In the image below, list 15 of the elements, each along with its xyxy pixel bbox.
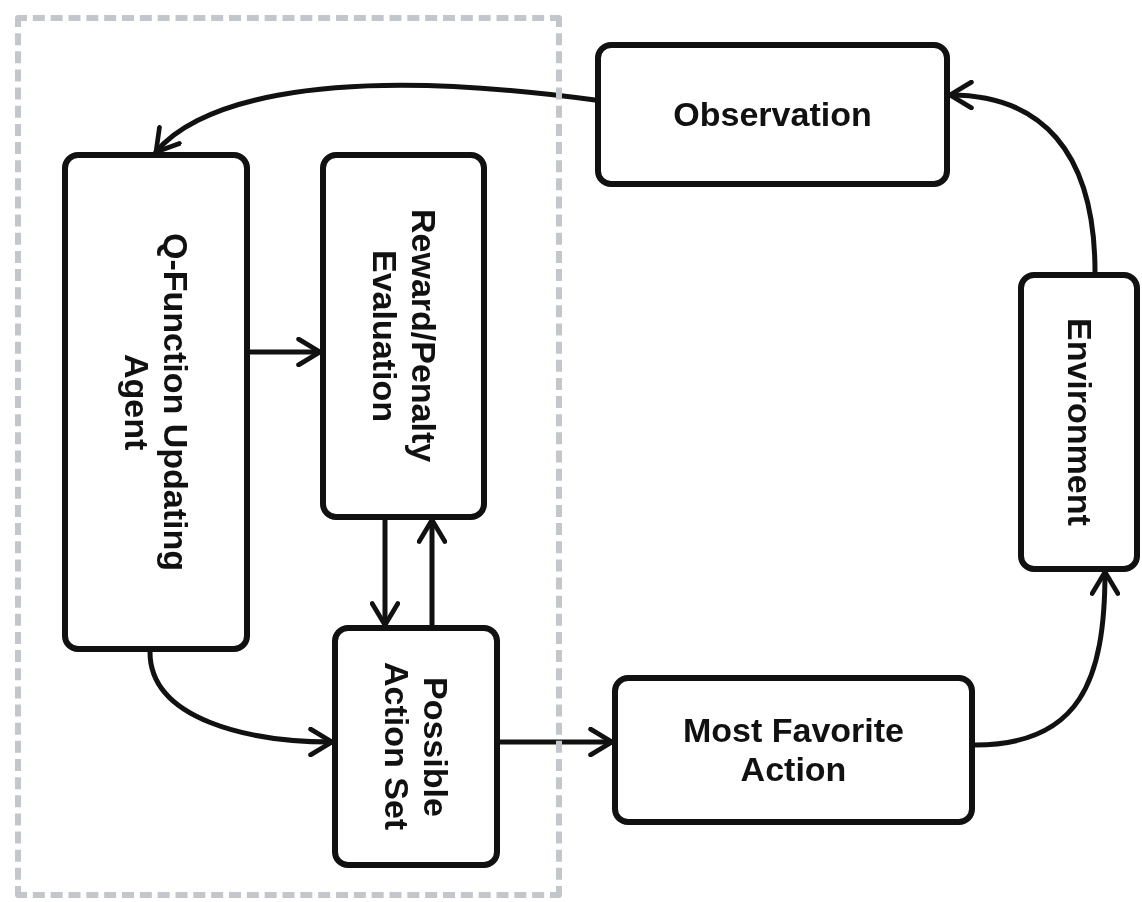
node-label: Possible Action Set xyxy=(377,661,456,833)
arrow xyxy=(369,517,401,628)
node-label: Reward/Penalty Evaluation xyxy=(364,208,443,465)
node-label: Environment xyxy=(1059,318,1099,526)
process-box xyxy=(62,152,250,652)
process-box xyxy=(1018,272,1140,572)
group-boundary xyxy=(15,15,562,898)
arrow xyxy=(416,517,448,628)
node-label: Observation xyxy=(673,94,872,135)
node-label: Most Favorite Action xyxy=(681,710,905,790)
process-box xyxy=(612,675,975,825)
node-label: Q-Function Updating Agent xyxy=(117,231,196,573)
process-box xyxy=(332,625,500,868)
process-box xyxy=(320,152,487,520)
process-box xyxy=(595,42,950,187)
